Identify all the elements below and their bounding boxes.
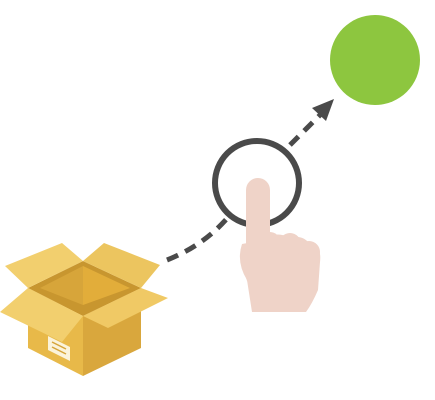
target-circle-icon[interactable] [330,15,420,105]
box-back-left-flap [5,243,83,288]
pointing-hand-icon [239,178,321,312]
box-back-right-flap [83,243,160,288]
box-front-left-flap [0,288,83,342]
arrow-head-icon [312,99,334,121]
dashed-arrow-path [166,99,334,263]
box-front-right-flap [83,288,168,328]
open-box-icon [0,243,168,376]
